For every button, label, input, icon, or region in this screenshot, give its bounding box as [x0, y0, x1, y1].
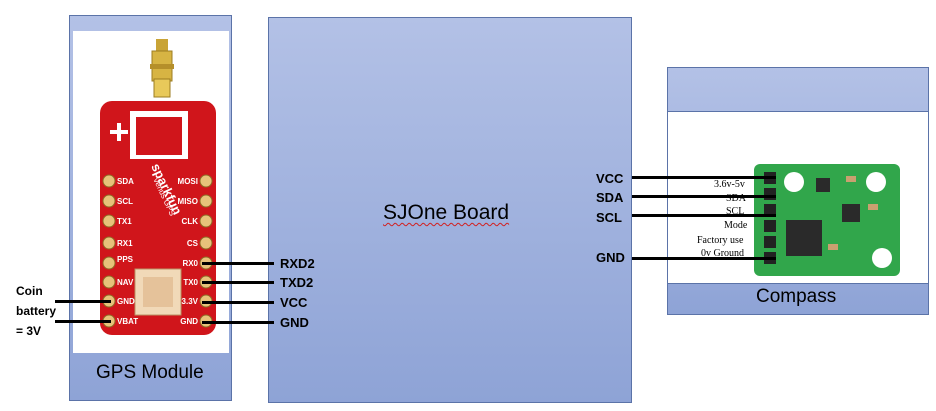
compass-top-divider — [667, 111, 929, 112]
gps-silk-right-0: MOSI — [178, 177, 198, 186]
gps-silk-left-4: PPS — [117, 255, 134, 264]
wire-vcc-gps — [202, 301, 274, 304]
gps-silk-right-4: RX0 — [182, 259, 198, 268]
gps-pcb — [100, 101, 216, 335]
wire-gnd-compass — [632, 257, 776, 260]
sjone-pin-gnd-right: GND — [596, 250, 625, 265]
battery-label-line2: battery — [16, 304, 57, 318]
gps-board-graphic: sparkfun Venus GPS SDA SCL TX1 RX1 PPS N… — [100, 39, 216, 335]
sjone-pin-gnd-left: GND — [280, 315, 309, 330]
compass-chip — [786, 220, 822, 256]
battery-label-line3: = 3V — [16, 324, 42, 338]
battery-label-line1: Coin — [16, 284, 43, 298]
compass-title: Compass — [756, 286, 837, 307]
wire-sda-compass — [632, 195, 776, 198]
sjone-pin-vcc-left: VCC — [280, 295, 308, 310]
wire-vcc-compass — [632, 176, 776, 179]
compass-board-graphic: 3.6v-5v SDA SCL Mode Factory use 0v Grou… — [697, 164, 900, 276]
gps-silk-right-1: MISO — [178, 197, 198, 206]
sjone-pin-sda: SDA — [596, 190, 624, 205]
wire-txd2 — [202, 281, 274, 284]
sjone-pin-vcc-right: VCC — [596, 171, 624, 186]
compass-pin-2: SCL — [726, 206, 744, 217]
gps-silk-right-6: 3.3V — [182, 297, 199, 306]
gps-silk-right-7: GND — [180, 317, 198, 326]
antenna-tip — [156, 39, 168, 53]
wire-scl-compass — [632, 214, 776, 217]
sjone-pin-scl: SCL — [596, 210, 622, 225]
sjone-board — [268, 17, 632, 403]
gps-silk-left-5: NAV — [117, 278, 134, 287]
sjone-pin-rxd2: RXD2 — [280, 256, 315, 271]
sjone-pin-txd2: TXD2 — [280, 275, 314, 290]
compass-pin-1: SDA — [726, 193, 747, 204]
wire-rxd2 — [202, 262, 274, 265]
battery-wire-vbat — [55, 320, 111, 323]
compass-pin-3: Mode — [724, 220, 748, 231]
compass-pin-4: Factory use — [697, 235, 744, 246]
gps-silk-right-5: TX0 — [183, 278, 198, 287]
wire-gnd-gps — [202, 321, 274, 324]
sjone-board-title: SJOne Board — [383, 201, 509, 225]
gps-silk-left-0: SDA — [117, 177, 134, 186]
compass-pin-5: 0v Ground — [701, 248, 744, 259]
gps-module-title: GPS Module — [96, 362, 204, 383]
compass-pin-0: 3.6v-5v — [714, 179, 745, 190]
battery-wire-gnd — [55, 300, 111, 303]
gps-silk-left-6: GND — [117, 297, 135, 306]
compass-bottom-divider — [667, 283, 929, 284]
gps-silk-left-1: SCL — [117, 197, 133, 206]
gps-silk-left-2: TX1 — [117, 217, 132, 226]
gps-silk-right-2: CLK — [182, 217, 199, 226]
sjone-board-title-text: SJOne Board — [383, 201, 510, 224]
gps-silk-left-7: VBAT — [117, 317, 138, 326]
gps-silk-left-3: RX1 — [117, 239, 133, 248]
gps-silk-right-3: CS — [187, 239, 199, 248]
sparkfun-flame-icon — [110, 123, 128, 141]
